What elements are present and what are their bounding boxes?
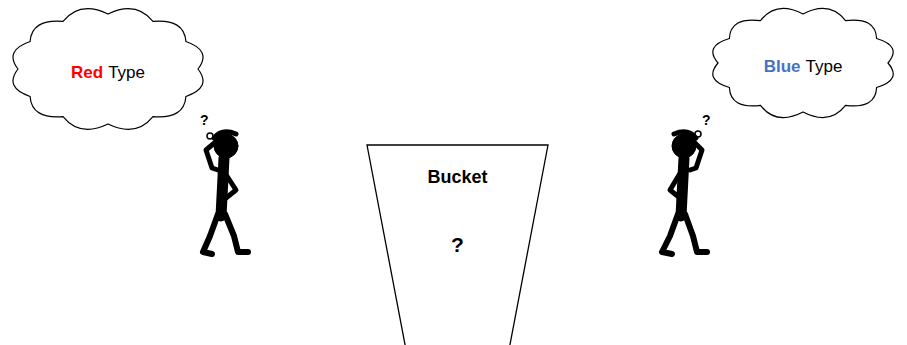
thought-cloud: RedType [8, 4, 208, 134]
cloud-outline [708, 4, 898, 122]
cloud-outline [8, 4, 208, 134]
thought-mark: ? [702, 112, 711, 128]
cloud-word-red: Red [71, 63, 103, 83]
thinking-figure-right [662, 131, 707, 254]
cloud-word: Type [108, 63, 145, 83]
bucket-shape: Bucket? [367, 145, 548, 345]
bucket-question: ? [451, 233, 464, 257]
cloud-word-blue: Blue [764, 57, 801, 77]
thought-mark: ? [200, 112, 209, 128]
thinking-figure-left [203, 132, 248, 254]
bucket-title: Bucket [427, 167, 487, 188]
thought-cloud: BlueType [708, 4, 898, 122]
cloud-word: Type [805, 57, 842, 77]
